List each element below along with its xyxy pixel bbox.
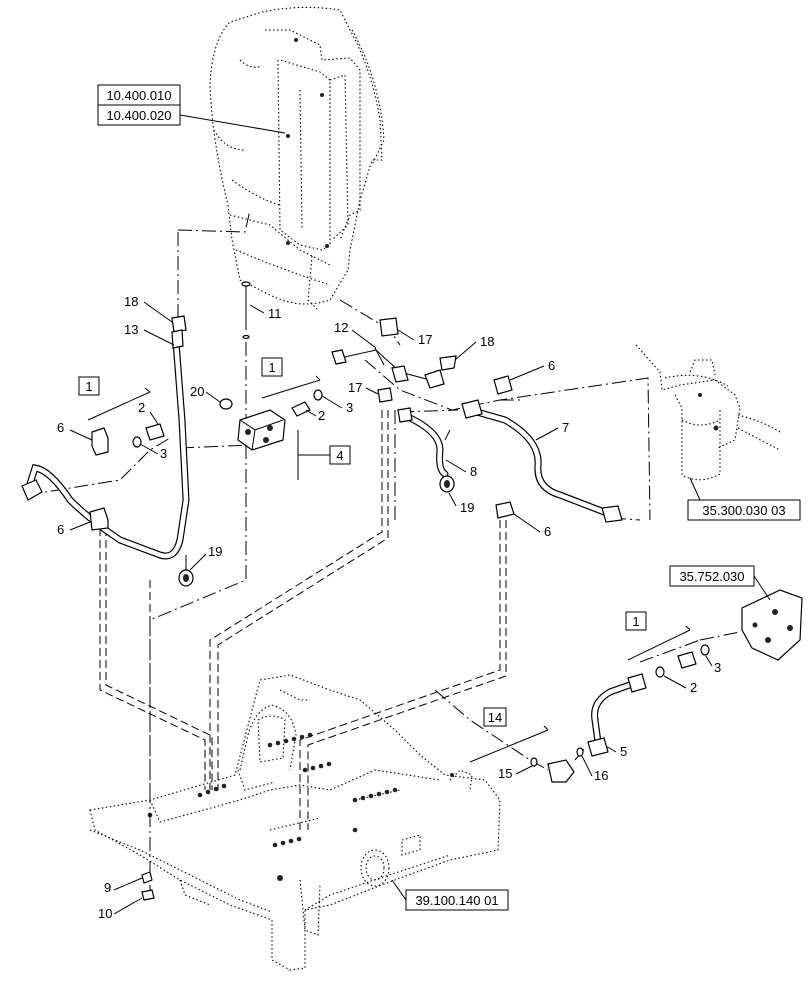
callout-18-right: 18 [480,334,494,349]
frame-bolts [147,732,454,881]
kit-1-center: 1 [268,360,275,375]
ref-10-400-020: 10.400.020 [106,108,171,123]
callout-5: 5 [620,744,627,759]
callout-17-top: 17 [418,332,432,347]
callout-7: 7 [562,420,569,435]
callout-10: 10 [98,906,112,921]
kit-boxes: 1 1 1 4 14 [78,357,691,763]
callouts: 18 13 11 12 17 18 17 6 20 2 3 2 3 6 7 8 [57,294,721,921]
callout-9: 9 [104,880,111,895]
callout-16: 16 [594,768,608,783]
fittings [21,281,803,901]
callout-2-center: 2 [318,408,325,423]
callout-19-left: 19 [208,544,222,559]
callout-3-left: 3 [160,446,167,461]
callout-11: 11 [268,306,282,321]
callout-20: 20 [190,384,204,399]
callout-13: 13 [124,322,138,337]
callout-19-right: 19 [460,500,474,515]
ref-35-752-030: 35.752.030 [679,569,744,584]
callout-17-mid: 17 [348,380,362,395]
routing-lines [99,410,507,830]
callout-6-left-bottom: 6 [57,522,64,537]
kit-14: 14 [488,710,502,725]
callout-3-center: 3 [346,400,353,415]
kit-1-right: 1 [632,614,639,629]
callout-2-left: 2 [138,400,145,415]
callout-12: 12 [334,320,348,335]
upper-radiator-assembly [209,6,385,311]
callout-2-right: 2 [690,680,697,695]
callout-18-left: 18 [124,294,138,309]
filter-inset [635,344,781,481]
callout-6-right-top: 6 [548,358,555,373]
ref-10-400-010: 10.400.010 [106,88,171,103]
reference-boxes: 10.400.010 10.400.020 35.300.030 03 35.7… [97,84,801,911]
callout-6-left-top: 6 [57,420,64,435]
assembly-centerlines [26,209,741,900]
kit-4: 4 [336,448,343,463]
callout-8: 8 [470,464,477,479]
callout-3-right: 3 [714,660,721,675]
callout-15: 15 [498,766,512,781]
ref-39-100-140-01: 39.100.140 01 [415,893,498,908]
lower-frame [89,674,501,971]
kit-1-left: 1 [85,379,92,394]
callout-6-right-bottom: 6 [544,524,551,539]
ref-35-300-030-03: 35.300.030 03 [702,503,785,518]
